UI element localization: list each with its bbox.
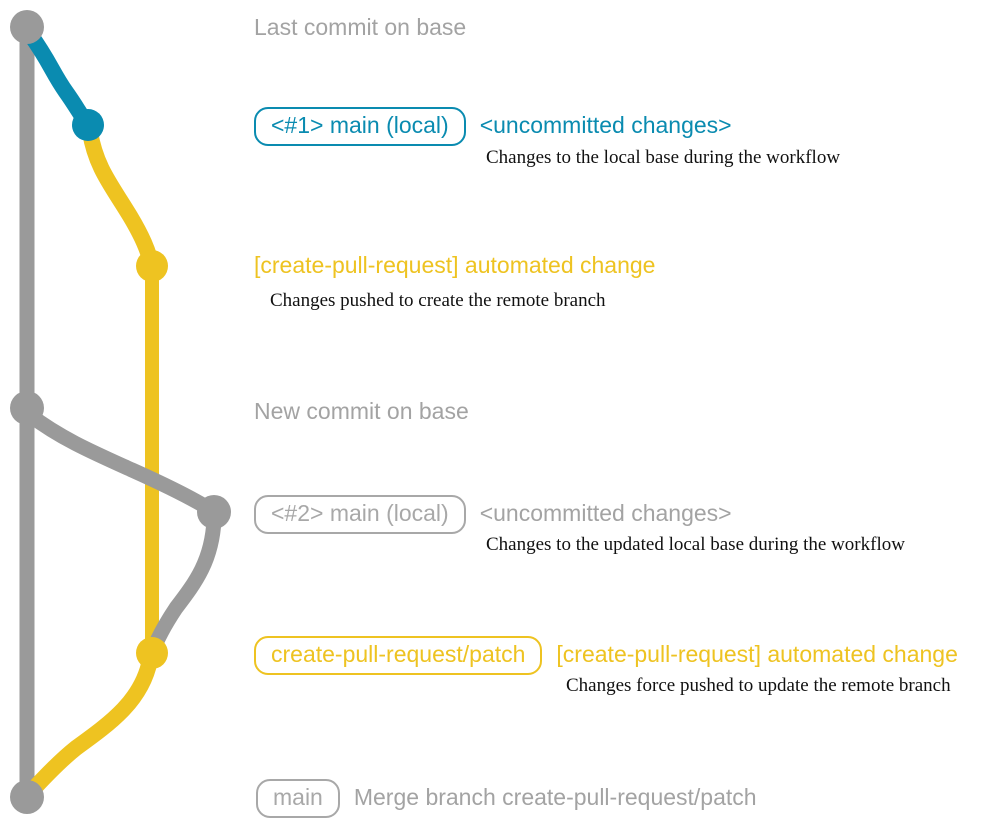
commit-subject-local-main-2: <uncommitted changes>	[479, 500, 732, 526]
edge-automated-2-to-merge	[20, 652, 158, 803]
commit-row-local-main-2: <#2> main (local) <uncommitted changes>	[254, 495, 732, 534]
commit-node-new-commit-on-base[interactable]	[10, 391, 44, 425]
commit-subject-last-commit-on-base: Last commit on base	[254, 14, 467, 40]
commit-subject-new-commit-on-base: New commit on base	[254, 398, 469, 424]
commit-node-last-commit-on-base[interactable]	[10, 10, 44, 44]
edge-local-main-1-to-automated-1	[82, 124, 160, 274]
commit-row-merge: main Merge branch create-pull-request/pa…	[256, 779, 757, 818]
commit-note-automated-change-1: Changes pushed to create the remote bran…	[270, 290, 606, 311]
commit-note-local-main-1: Changes to the local base during the wor…	[486, 147, 841, 168]
commit-node-local-main-2[interactable]	[197, 495, 231, 529]
commit-subject-automated-change-2: [create-pull-request] automated change	[556, 641, 958, 667]
commit-node-merge[interactable]	[10, 780, 44, 814]
commit-row-automated-change-2: create-pull-request/patch [create-pull-r…	[254, 636, 958, 675]
ref-badge-local-main-1[interactable]: <#1> main (local)	[254, 107, 466, 146]
commit-subject-merge: Merge branch create-pull-request/patch	[353, 784, 757, 810]
commit-subject-automated-change-1: [create-pull-request] automated change	[254, 252, 656, 278]
commit-node-automated-change-1[interactable]	[136, 250, 168, 282]
ref-badge-main[interactable]: main	[256, 779, 340, 818]
ref-badge-patch-branch[interactable]: create-pull-request/patch	[254, 636, 543, 675]
commit-note-local-main-2: Changes to the updated local base during…	[486, 534, 905, 555]
edge-base-to-local-main-2	[22, 407, 222, 520]
ref-badge-local-main-2[interactable]: <#2> main (local)	[254, 495, 466, 534]
commit-subject-local-main-1: <uncommitted changes>	[479, 112, 732, 138]
commit-note-automated-change-2: Changes force pushed to update the remot…	[566, 675, 951, 696]
commit-node-automated-change-2[interactable]	[136, 637, 168, 669]
commit-row-local-main-1: <#1> main (local) <uncommitted changes>	[254, 107, 732, 146]
commit-node-local-main-1[interactable]	[72, 109, 104, 141]
